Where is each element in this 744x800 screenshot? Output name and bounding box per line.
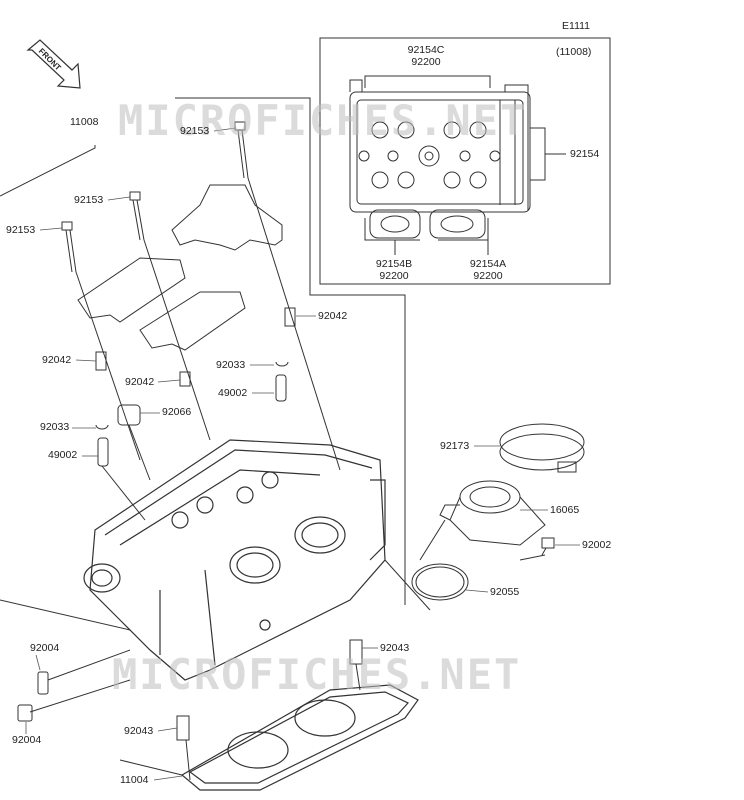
label-92066: 92066	[162, 406, 192, 418]
label-92154C: 92154C	[407, 44, 445, 56]
label-92004-top: 92004	[30, 642, 60, 654]
label-11004: 11004	[120, 774, 149, 786]
bolt-92153-a	[234, 121, 249, 179]
label-92033-left: 92033	[40, 421, 70, 433]
label-92055: 92055	[490, 586, 520, 598]
watermark-top: MICROFICHES.NET	[118, 96, 528, 145]
holder-16065	[439, 480, 546, 546]
bolt-92002	[541, 537, 555, 556]
label-92002: 92002	[582, 539, 612, 551]
label-92153-top: 92153	[180, 125, 210, 137]
label-92042-right: 92042	[318, 310, 348, 322]
front-arrow	[26, 39, 81, 89]
label-92033-right: 92033	[216, 359, 246, 371]
clamp-92173	[499, 423, 585, 473]
label-92173: 92173	[440, 440, 470, 452]
label-92200-bottom-left: 92200	[379, 270, 409, 282]
label-92043-left: 92043	[124, 725, 154, 737]
label-92154A: 92154A	[469, 258, 507, 270]
inset-reference: (11008)	[556, 46, 592, 58]
o-ring-92055	[411, 563, 469, 601]
label-92004-bottom: 92004	[12, 734, 42, 746]
label-16065: 16065	[550, 504, 580, 516]
cam-cap-mid	[139, 291, 246, 351]
cam-cap-left	[77, 257, 186, 323]
cylinder-head	[83, 439, 386, 681]
watermark-bottom: MICROFICHES.NET	[112, 650, 522, 699]
label-92042-mid: 92042	[125, 376, 155, 388]
diagram-code: E1111	[562, 20, 591, 32]
head-gasket-11004	[180, 684, 419, 791]
cam-cap-top	[171, 184, 283, 251]
label-92153-mid: 92153	[74, 194, 104, 206]
label-92200-top: 92200	[411, 56, 441, 68]
label-92200-bottom-right: 92200	[473, 270, 503, 282]
label-49002-right: 49002	[218, 387, 248, 399]
label-92154B: 92154B	[375, 258, 413, 270]
label-11008: 11008	[70, 116, 99, 128]
inset-box	[319, 37, 611, 285]
label-92042-left: 92042	[42, 354, 72, 366]
label-92154: 92154	[570, 148, 600, 160]
label-49002-left: 49002	[48, 449, 78, 461]
label-92043-right: 92043	[380, 642, 410, 654]
label-92153-left: 92153	[6, 224, 36, 236]
